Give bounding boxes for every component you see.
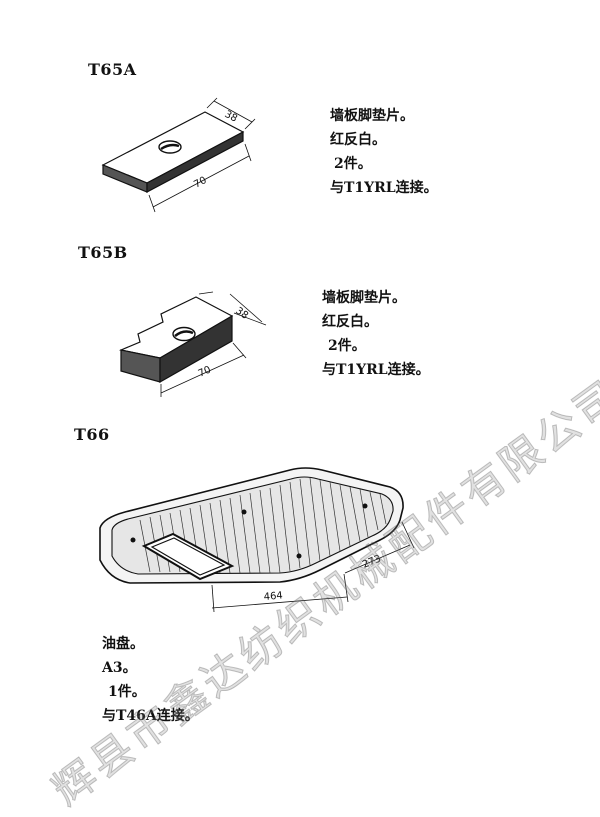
- description-line: 红反白。: [322, 314, 378, 330]
- part-description-t65b: 墙板脚垫片。 红反白。 2件。 与T1YRL连接。: [322, 286, 430, 382]
- part-code-t65b: T65B: [78, 243, 128, 262]
- dim-length-t65a: 70: [192, 175, 208, 191]
- dim-width-t65a: 38: [223, 109, 239, 125]
- description-line: 2件。: [328, 338, 366, 354]
- description-line: 与T46A连接。: [102, 708, 199, 724]
- technical-drawings: 38 70 38 70: [99, 97, 415, 613]
- description-line: 与T1YRL连接。: [330, 180, 438, 196]
- dim-length-t65b: 70: [197, 365, 213, 380]
- description-line: 1件。: [108, 684, 146, 700]
- description-line: 2件。: [334, 156, 372, 172]
- dim-width-t65b: 38: [233, 305, 250, 321]
- description-line: 红反白。: [330, 132, 386, 148]
- shim-plate-t65b-drawing: [118, 291, 267, 397]
- description-line: 墙板脚垫片。: [322, 290, 406, 306]
- part-description-t65a: 墙板脚垫片。 红反白。 2件。 与T1YRL连接。: [330, 104, 438, 200]
- part-description-t66: 油盘。 A3。 1件。 与T46A连接。: [102, 632, 199, 728]
- description-line: 与T1YRL连接。: [322, 362, 430, 378]
- oil-tray-t66-drawing: [99, 467, 415, 613]
- description-line: 油盘。: [102, 636, 144, 652]
- shim-plate-t65a-drawing: [101, 97, 256, 213]
- part-code-t65a: T65A: [88, 60, 137, 79]
- description-line: A3。: [102, 660, 137, 676]
- description-line: 墙板脚垫片。: [330, 108, 414, 124]
- part-code-t66: T66: [74, 425, 110, 444]
- dim-length-t66: 464: [263, 590, 283, 603]
